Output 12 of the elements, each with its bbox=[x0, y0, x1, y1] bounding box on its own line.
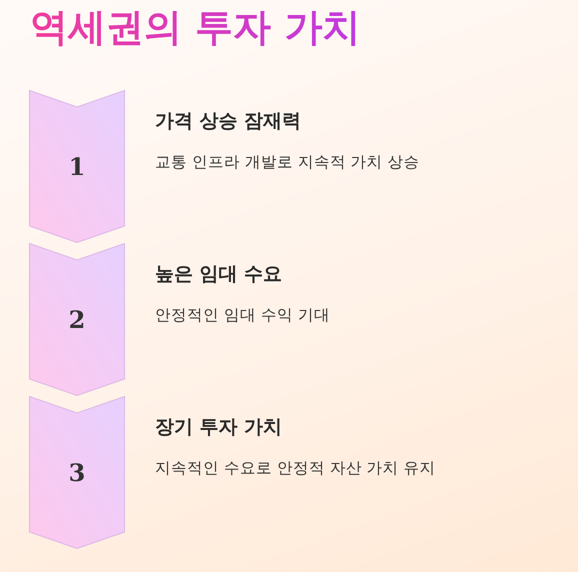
step-number: 3 bbox=[68, 458, 86, 487]
step-heading: 장기 투자 가치 bbox=[155, 415, 282, 440]
step-description: 안정적인 임대 수익 기대 bbox=[155, 305, 330, 326]
step-heading: 높은 임대 수요 bbox=[155, 262, 282, 287]
step-description: 교통 인프라 개발로 지속적 가치 상승 bbox=[155, 152, 420, 173]
step-description: 지속적인 수요로 안정적 자산 가치 유지 bbox=[155, 458, 436, 479]
chevron-step bbox=[29, 396, 125, 549]
step-number: 2 bbox=[68, 305, 86, 334]
step-heading: 가격 상승 잠재력 bbox=[155, 109, 302, 134]
step-number: 1 bbox=[68, 152, 86, 181]
chevron-step bbox=[29, 90, 125, 243]
chevron-step bbox=[29, 243, 125, 396]
